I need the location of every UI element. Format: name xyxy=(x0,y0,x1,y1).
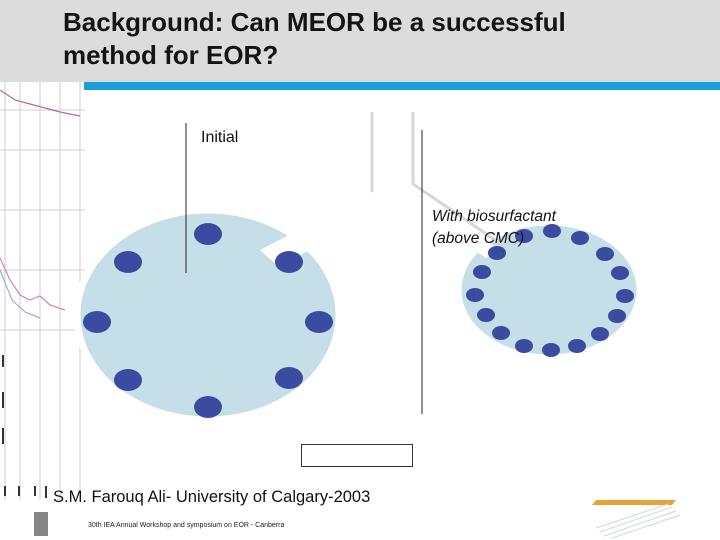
oil-droplet xyxy=(596,247,614,261)
oil-droplet xyxy=(114,251,142,273)
pore-body-large xyxy=(73,206,343,424)
oil-droplet xyxy=(114,369,142,391)
oil-droplets-initial xyxy=(83,223,333,418)
footer-author: S.M. Farouq Ali- University of Calgary-2… xyxy=(53,488,371,506)
label-biosurfactant-line-1: With biosurfactant xyxy=(432,208,556,225)
oil-droplet xyxy=(305,311,333,333)
oil-droplet xyxy=(194,223,222,245)
title-bar xyxy=(0,0,720,82)
background-chart-graphic xyxy=(0,0,85,540)
throat-channel-right xyxy=(404,190,500,258)
oil-droplet xyxy=(571,231,589,245)
logo-mark xyxy=(592,500,681,539)
oil-droplets-biosurfactant xyxy=(466,224,634,357)
label-initial: Initial xyxy=(201,129,239,146)
oil-droplet xyxy=(568,339,586,353)
oil-droplet xyxy=(515,229,533,243)
slide-title: Background: Can MEOR be a successful met… xyxy=(63,6,623,72)
title-accent-line xyxy=(84,82,720,90)
oil-droplet xyxy=(608,309,626,323)
oil-droplet xyxy=(616,289,634,303)
throat-channel xyxy=(260,190,380,268)
oil-droplet xyxy=(543,224,561,238)
oil-droplet xyxy=(515,339,533,353)
oil-droplet xyxy=(83,311,111,333)
oil-droplet xyxy=(275,251,303,273)
oil-droplet xyxy=(611,266,629,280)
oil-droplet xyxy=(492,326,510,340)
slide-title-line-1: Background: Can MEOR be a successful xyxy=(63,7,566,37)
label-biosurfactant-line-2: (above CMC) xyxy=(432,230,525,247)
oil-droplet xyxy=(466,288,484,302)
label-biosurfactant: With biosurfactant (above CMC) xyxy=(432,206,556,250)
oil-droplet xyxy=(488,246,506,260)
oil-droplet xyxy=(194,396,222,418)
oil-droplet xyxy=(473,265,491,279)
oil-droplet xyxy=(591,327,609,341)
empty-text-box xyxy=(301,444,413,467)
oil-droplet xyxy=(542,343,560,357)
slide-title-line-2: method for EOR? xyxy=(63,40,279,70)
footer-conference: 30th IEA Annual Workshop and symposium o… xyxy=(88,522,285,529)
oil-droplet xyxy=(275,367,303,389)
oil-droplet xyxy=(477,308,495,322)
